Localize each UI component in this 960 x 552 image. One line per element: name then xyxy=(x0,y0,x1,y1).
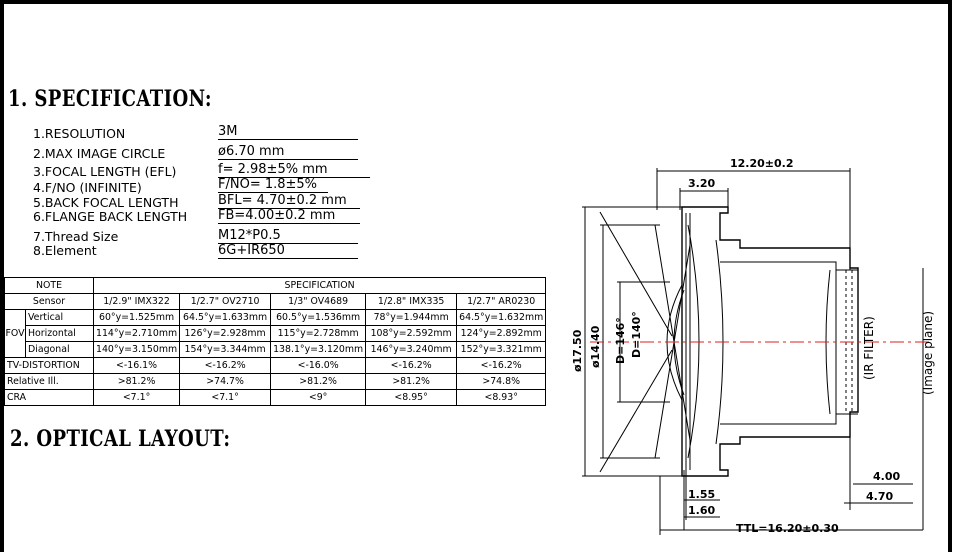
table-cell: <-16.2% xyxy=(365,357,458,374)
table-cell: Diagonal xyxy=(25,341,94,358)
spec-label-resolution: 1.RESOLUTION xyxy=(33,126,126,141)
table-cell: <8.93° xyxy=(456,389,547,406)
table-row: Diagonal 140°y=3.150mm 154°y=3.344mm 138… xyxy=(5,341,547,358)
table-cell: 108°y=2.592mm xyxy=(365,325,458,342)
dim-4-00: 4.00 xyxy=(873,470,900,483)
table-cell: FOV xyxy=(4,309,26,358)
table-cell: 78°y=1.944mm xyxy=(365,309,458,326)
table-cell: >81.2% xyxy=(92,373,181,390)
spec-label-thread: 7.Thread Size xyxy=(33,229,119,244)
spec-value-bfl: BFL= 4.70±0.2 mm xyxy=(218,193,360,209)
spec-value-resolution: 3M xyxy=(218,124,358,140)
table-cell: 1/2.8" IMX335 xyxy=(365,293,458,310)
table-cell: <-16.0% xyxy=(270,357,367,374)
lens-drawing: 12.20±0.2 3.20 ø17.50 ø14.40 D=146° D=14… xyxy=(571,157,935,535)
spec-label-bfl: 5.BACK FOCAL LENGTH xyxy=(33,195,179,210)
table-cell: 138.1°y=3.120mm xyxy=(270,341,367,358)
dim-d-146: D=146° xyxy=(614,317,627,364)
spec-label-fb: 6.FLANGE BACK LENGTH xyxy=(33,209,188,224)
spec-value-fno: F/NO= 1.8±5% xyxy=(218,177,328,193)
table-cell: 1/2.9" IMX322 xyxy=(92,293,181,310)
table-cell: <8.95° xyxy=(365,389,458,406)
spec-value-thread: M12*P0.5 xyxy=(218,228,358,244)
table-cell: 146°y=3.240mm xyxy=(365,341,458,358)
dim-dia-17-50: ø17.50 xyxy=(571,329,584,372)
table-cell: 114°y=2.710mm xyxy=(92,325,181,342)
table-cell: 140°y=3.150mm xyxy=(92,341,181,358)
spec-label-fno: 4.F/NO (INFINITE) xyxy=(33,180,142,195)
table-cell: 1/3" OV4689 xyxy=(270,293,367,310)
table-cell: 60.5°y=1.536mm xyxy=(270,309,367,326)
table-cell: >74.8% xyxy=(456,373,547,390)
dim-12-20: 12.20±0.2 xyxy=(730,157,794,170)
table-cell: Sensor xyxy=(4,293,94,310)
table-cell: Relative Ill. xyxy=(4,373,94,390)
table-cell: >74.7% xyxy=(179,373,272,390)
spec-value-efl: f= 2.98±5% mm xyxy=(218,162,370,178)
table-row: Horizontal 114°y=2.710mm 126°y=2.928mm 1… xyxy=(5,325,547,342)
dim-4-70: 4.70 xyxy=(866,490,893,503)
dim-d-140: D=140° xyxy=(630,311,643,358)
spec-value-image-circle: ø6.70 mm xyxy=(218,144,358,160)
table-header-spec: SPECIFICATION xyxy=(92,277,547,294)
table-cell: 64.5°y=1.633mm xyxy=(179,309,272,326)
spec-label-image-circle: 2.MAX IMAGE CIRCLE xyxy=(33,146,166,161)
spec-label-efl: 3.FOCAL LENGTH (EFL) xyxy=(33,164,177,179)
table-cell: Horizontal xyxy=(25,325,94,342)
ir-filter-label: (IR FILTER) xyxy=(862,316,876,380)
table-cell: 60°y=1.525mm xyxy=(92,309,181,326)
table-cell: Vertical xyxy=(25,309,94,326)
spec-heading: 1. SPECIFICATION: xyxy=(8,86,212,112)
table-row: Relative Ill. >81.2% >74.7% >81.2% >81.2… xyxy=(4,373,547,390)
table-cell: CRA xyxy=(4,389,94,406)
table-cell: 1/2.7" OV2710 xyxy=(179,293,272,310)
spec-value-element: 6G+IR650 xyxy=(218,243,358,259)
table-row: FOV Vertical 60°y=1.525mm 64.5°y=1.633mm… xyxy=(4,309,547,358)
table-cell: TV-DISTORTION xyxy=(4,357,94,374)
table-cell: 154°y=3.344mm xyxy=(179,341,272,358)
table-cell: >81.2% xyxy=(365,373,458,390)
table-cell: <-16.2% xyxy=(456,357,547,374)
table-row: Sensor 1/2.9" IMX322 1/2.7" OV2710 1/3" … xyxy=(4,293,547,310)
table-cell: <-16.1% xyxy=(92,357,181,374)
dim-dia-14-40: ø14.40 xyxy=(589,325,602,368)
layout-heading: 2. OPTICAL LAYOUT: xyxy=(10,426,231,452)
dim-ttl: TTL=16.20±0.30 xyxy=(736,522,839,535)
table-cell: <7.1° xyxy=(92,389,181,406)
table-cell: 152°y=3.321mm xyxy=(456,341,547,358)
table-cell: >81.2% xyxy=(270,373,367,390)
table-cell: 64.5°y=1.632mm xyxy=(456,309,547,326)
spec-label-element: 8.Element xyxy=(33,243,97,258)
table-row: NOTE SPECIFICATION xyxy=(4,277,547,294)
table-header-note: NOTE xyxy=(4,277,94,294)
table-cell: 1/2.7" AR0230 xyxy=(456,293,547,310)
spec-value-fb: FB=4.00±0.2 mm xyxy=(218,208,360,224)
dim-1-60: 1.60 xyxy=(688,504,715,517)
table-cell: 115°y=2.728mm xyxy=(270,325,367,342)
table-row: TV-DISTORTION <-16.1% <-16.2% <-16.0% <-… xyxy=(4,357,547,374)
table-row: CRA <7.1° <7.1° <9° <8.95° <8.93° xyxy=(4,389,547,406)
table-cell: <9° xyxy=(270,389,367,406)
table-cell: <-16.2% xyxy=(179,357,272,374)
image-plane-label: (Image plane) xyxy=(921,311,935,395)
table-cell: <7.1° xyxy=(179,389,272,406)
dim-3-20: 3.20 xyxy=(688,177,715,190)
dim-1-55: 1.55 xyxy=(688,488,715,501)
table-cell: 126°y=2.928mm xyxy=(179,325,272,342)
table-cell: 124°y=2.892mm xyxy=(456,325,547,342)
spec-table: NOTE SPECIFICATION Sensor 1/2.9" IMX322 … xyxy=(4,277,547,406)
